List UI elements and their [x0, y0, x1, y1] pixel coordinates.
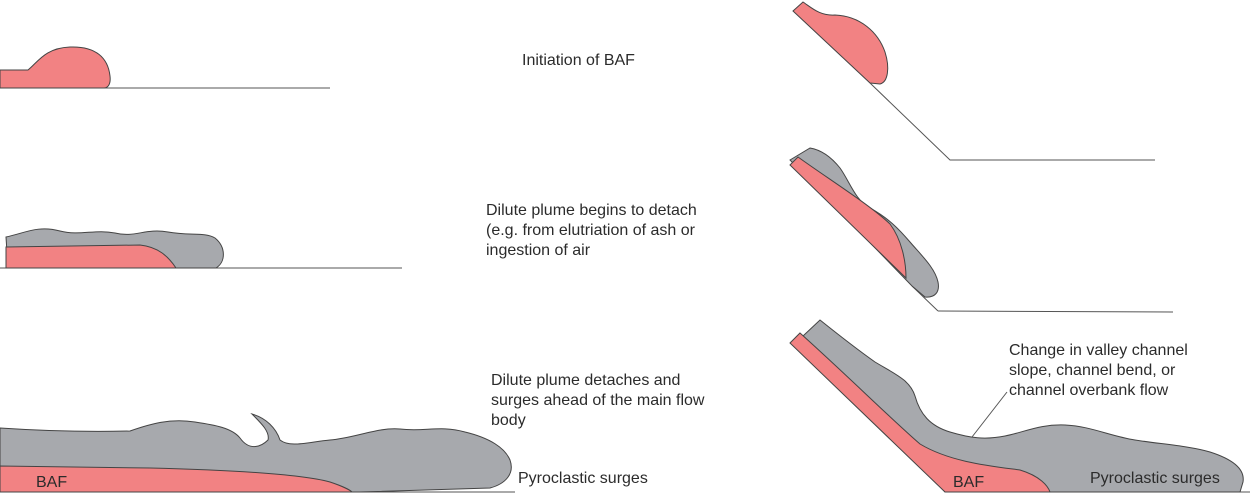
stage-3-caption: Dilute plume detaches and surges ahead o…: [491, 372, 705, 429]
stage-2-slope: [789, 147, 1174, 313]
stage-2-caption: Dilute plume begins to detach (e.g. from…: [486, 202, 697, 259]
stage-3-flat: [0, 412, 515, 493]
stage-1-flat: [0, 46, 330, 89]
stage-3-slope: [789, 319, 1250, 493]
pyroclastic-surges-label-right: Pyroclastic surges: [1090, 470, 1220, 487]
pyroclastic-surges-label-left: Pyroclastic surges: [518, 470, 648, 487]
stage-2-flat: [0, 228, 402, 269]
stage-1-caption: Initiation of BAF: [522, 52, 635, 69]
baf-label-right: BAF: [953, 474, 985, 491]
baf-flow-body: [789, 332, 1051, 493]
annotation-leader-line: [971, 391, 1008, 438]
baf-flow-body: [5, 244, 177, 269]
ground-line: [937, 310, 1174, 313]
baf-label-left: BAF: [36, 474, 68, 491]
channel-change-annotation: Change in valley channel slope, channel …: [1009, 342, 1188, 399]
baf-flow-body: [789, 156, 907, 280]
ground-line: [869, 82, 1155, 161]
baf-flow-body: [792, 1, 889, 85]
stage-1-slope: [792, 1, 1155, 161]
baf-flow-body: [0, 46, 111, 89]
baf-flow-body: [0, 465, 354, 493]
